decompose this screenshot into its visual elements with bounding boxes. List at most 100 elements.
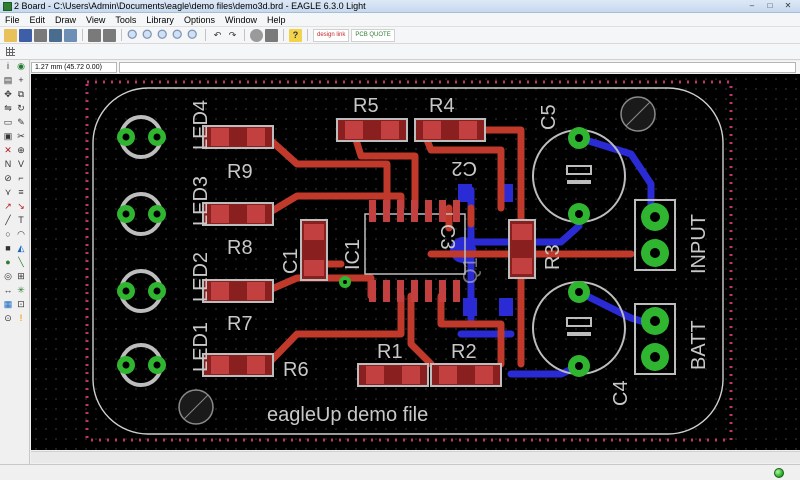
mirror-icon[interactable]: ⇋ — [4, 103, 12, 113]
ic-pin — [369, 200, 376, 222]
move-icon[interactable]: ✥ — [4, 89, 12, 99]
board-canvas[interactable]: R9 R8 R7 R6 R5 R4 R1 R2 R3 C1 C2 C3 C4 C… — [31, 74, 800, 450]
close-button[interactable]: ✕ — [784, 1, 792, 10]
zoom-fit-icon[interactable] — [127, 28, 140, 42]
palette-row: ▣✂ — [0, 130, 29, 143]
label-led3: LED3 — [190, 176, 212, 226]
capacitor-c1 — [300, 219, 328, 281]
status-indicator-icon — [774, 468, 784, 478]
title-bar: 2 Board - C:\Users\Admin\Documents\eagle… — [0, 0, 800, 13]
grid-icon[interactable] — [6, 47, 15, 56]
signal-icon[interactable]: ╲ — [18, 257, 24, 267]
menu-options[interactable]: Options — [183, 14, 215, 25]
erc-icon[interactable]: ⊡ — [17, 299, 25, 309]
redo-icon[interactable]: ↷ — [228, 29, 237, 40]
schematic-board-switch-icon[interactable] — [64, 28, 77, 42]
command-input[interactable] — [119, 61, 796, 73]
pcb-quote-button[interactable]: PCB QUOTE — [351, 28, 395, 42]
paste-icon[interactable]: ▣ — [3, 131, 13, 141]
change-icon[interactable]: ✎ — [17, 117, 25, 127]
top-trace — [477, 126, 525, 228]
zoom-select-icon[interactable] — [172, 28, 185, 42]
print-icon[interactable] — [34, 28, 47, 42]
minimize-button[interactable]: – — [749, 1, 755, 10]
menu-help[interactable]: Help — [266, 14, 286, 25]
polygon-icon[interactable]: ◭ — [17, 243, 25, 253]
app-icon — [3, 2, 12, 11]
wire-icon[interactable]: ╱ — [5, 215, 11, 225]
design-link-button[interactable]: design link — [313, 28, 350, 42]
rotate-icon[interactable]: ↻ — [17, 103, 25, 113]
capacitor-c4 — [532, 281, 626, 377]
text-icon[interactable]: T — [18, 215, 24, 225]
label-r8: R8 — [227, 237, 253, 259]
zoom-redraw-icon[interactable] — [187, 28, 200, 42]
drc-icon[interactable]: ⊙ — [4, 313, 12, 323]
capacitor-drill — [575, 210, 583, 218]
horizontal-scrollbar[interactable] — [31, 451, 800, 463]
save-icon[interactable] — [19, 28, 32, 42]
add-icon[interactable]: ⊕ — [17, 145, 25, 155]
ulp-icon[interactable] — [103, 28, 116, 42]
ripup-icon[interactable]: ↘ — [17, 201, 25, 211]
rect-icon[interactable]: ■ — [5, 243, 11, 253]
undo-icon[interactable]: ↶ — [213, 29, 222, 40]
palette-row: ↔✳ — [0, 284, 29, 297]
stop-icon[interactable] — [250, 28, 263, 42]
delete-icon[interactable]: ✕ — [4, 145, 12, 155]
label-r5: R5 — [353, 95, 379, 117]
smd-pad — [211, 282, 229, 300]
go-icon[interactable] — [265, 28, 278, 42]
mark-icon[interactable]: + — [18, 75, 24, 85]
maximize-button[interactable]: □ — [767, 1, 773, 10]
ic-pin — [397, 280, 404, 302]
menu-tools[interactable]: Tools — [115, 14, 137, 25]
menu-file[interactable]: File — [5, 14, 20, 25]
miter-icon[interactable]: ⌐ — [18, 173, 24, 183]
group-icon[interactable]: ▭ — [3, 117, 13, 127]
smash-icon[interactable]: ⊘ — [4, 173, 12, 183]
zoom-in-icon[interactable] — [142, 28, 155, 42]
smd-pad — [304, 224, 324, 240]
ic-pin — [397, 200, 404, 222]
optimize-icon[interactable]: ≡ — [18, 187, 24, 197]
name-icon[interactable]: N — [4, 159, 12, 169]
window-title: 2 Board - C:\Users\Admin\Documents\eagle… — [14, 1, 366, 11]
smd-pad — [247, 356, 265, 374]
led-drill — [122, 361, 130, 369]
top-trace — [263, 133, 391, 212]
open-icon[interactable] — [4, 28, 17, 42]
led-drill — [153, 287, 161, 295]
split-icon[interactable]: ⋎ — [4, 187, 12, 197]
circle-icon[interactable]: ○ — [5, 229, 11, 239]
board-drawing[interactable]: R9 R8 R7 R6 R5 R4 R1 R2 R3 C1 C2 C3 C4 C… — [31, 74, 800, 450]
menu-draw[interactable]: Draw — [55, 14, 77, 25]
dimension-icon[interactable]: ↔ — [3, 285, 13, 295]
info-icon[interactable]: i — [7, 61, 9, 71]
capacitor-polarity-mark — [567, 332, 591, 336]
menu-window[interactable]: Window — [224, 14, 257, 25]
script-icon[interactable] — [88, 28, 101, 42]
status-bar — [0, 464, 800, 480]
help-icon[interactable]: ? — [289, 28, 302, 42]
label-led4: LED4 — [190, 100, 212, 150]
value-icon[interactable]: V — [17, 159, 24, 169]
cut-icon[interactable]: ✂ — [17, 131, 25, 141]
auto-icon[interactable]: ▦ — [3, 299, 13, 309]
zoom-out-icon[interactable] — [157, 28, 170, 42]
arc-icon[interactable]: ◠ — [17, 229, 25, 239]
cam-processor-icon[interactable] — [49, 28, 62, 42]
ratsnest-icon[interactable]: ✳ — [17, 285, 25, 295]
errors-icon[interactable]: ! — [19, 313, 23, 323]
attribute-icon[interactable]: ⊞ — [17, 271, 25, 281]
connector-drill — [650, 352, 660, 362]
via-icon[interactable]: ● — [5, 257, 11, 267]
show-icon[interactable]: ◉ — [17, 61, 25, 71]
menu-view[interactable]: View — [86, 14, 106, 25]
menu-library[interactable]: Library — [146, 14, 174, 25]
menu-edit[interactable]: Edit — [29, 14, 46, 25]
route-icon[interactable]: ↗ — [4, 201, 12, 211]
copy-icon[interactable]: ⧉ — [17, 89, 25, 99]
hole-icon[interactable]: ◎ — [4, 271, 12, 281]
display-icon[interactable]: ▤ — [3, 75, 13, 85]
